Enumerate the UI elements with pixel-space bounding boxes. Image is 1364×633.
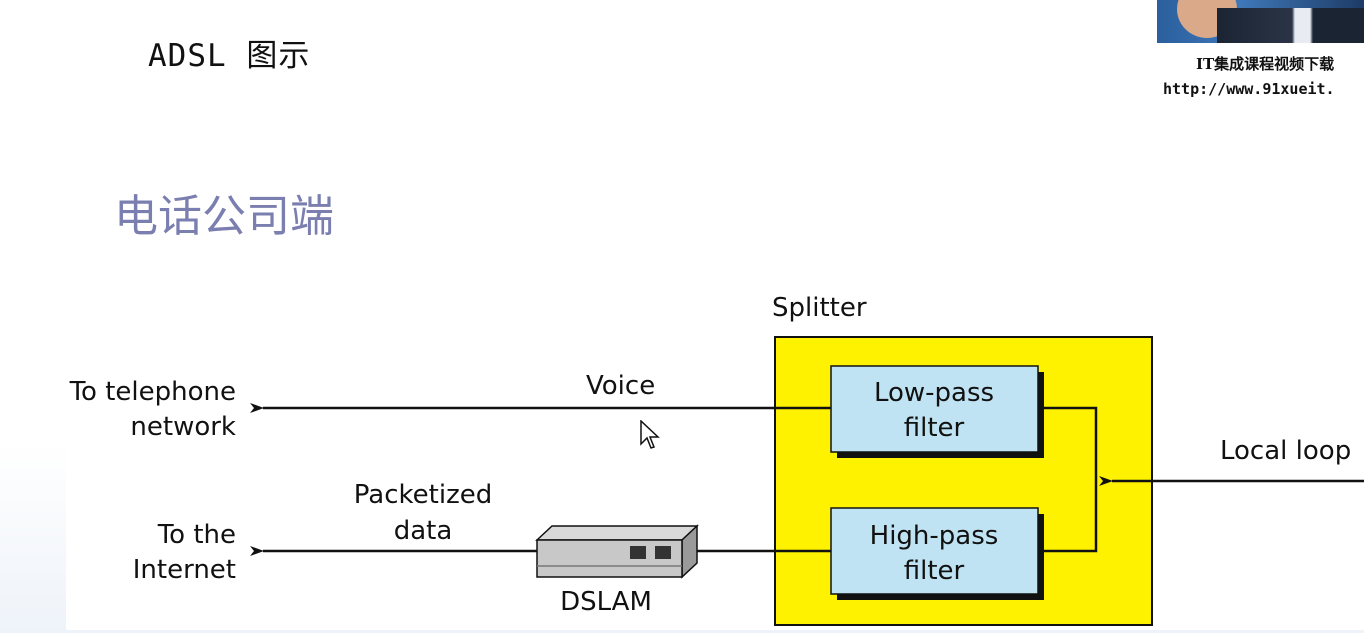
dslam-device xyxy=(535,524,699,579)
splitter-label: Splitter xyxy=(772,293,867,323)
low-pass-label-line2: filter xyxy=(904,413,965,443)
mouse-cursor-icon xyxy=(640,420,660,449)
telephone-label-line1: To telephone xyxy=(69,377,236,407)
webcam-video xyxy=(1157,0,1364,43)
slide-title: ADSL 图示 xyxy=(148,38,311,74)
splitter-wiring xyxy=(1044,406,1098,553)
telephone-label-line2: network xyxy=(130,412,236,442)
low-pass-filter-box xyxy=(830,365,1039,453)
local-loop-label: Local loop xyxy=(1220,436,1351,466)
slide-subtitle: 电话公司端 xyxy=(114,191,334,242)
dslam-label: DSLAM xyxy=(560,587,652,617)
dslam-port-1 xyxy=(630,546,646,559)
high-pass-label-line2: filter xyxy=(904,556,965,586)
high-pass-filter-box xyxy=(830,507,1039,595)
internet-label-line1: To the xyxy=(157,520,236,550)
high-pass-label-line1: High-pass xyxy=(870,521,999,551)
low-pass-label-line1: Low-pass xyxy=(874,378,994,408)
watermark-url: http://www.91xueit. xyxy=(1163,80,1335,98)
watermark-text: IT集成课程视频下载 xyxy=(1196,55,1335,73)
presenter-suit xyxy=(1217,8,1364,43)
voice-label: Voice xyxy=(586,371,655,401)
packetized-label-line1: Packetized xyxy=(354,480,492,510)
dslam-top xyxy=(535,525,699,541)
internet-label-line2: Internet xyxy=(133,555,236,585)
dslam-port-2 xyxy=(655,546,671,559)
packetized-label-line2: data xyxy=(394,516,453,546)
